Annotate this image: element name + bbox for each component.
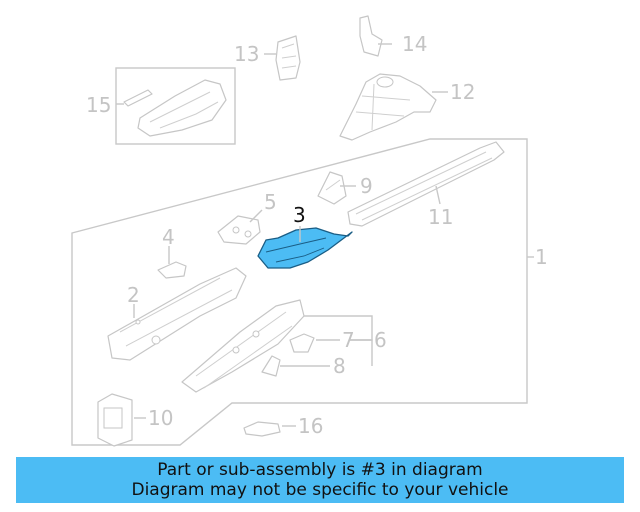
part-10 bbox=[97, 393, 133, 447]
part-11 bbox=[347, 141, 505, 227]
part-3-highlighted[interactable] bbox=[257, 227, 353, 269]
part-4 bbox=[157, 261, 187, 279]
caption-line-2: Diagram may not be specific to your vehi… bbox=[131, 480, 509, 500]
caption-bar: Part or sub-assembly is #3 in diagram Di… bbox=[16, 457, 624, 503]
inset-box bbox=[115, 67, 236, 145]
callout-5: 5 bbox=[264, 190, 277, 214]
callout-12: 12 bbox=[450, 80, 475, 104]
leader-lines bbox=[116, 43, 448, 427]
part-6 bbox=[181, 299, 305, 393]
part-7 bbox=[289, 333, 315, 353]
callout-10: 10 bbox=[148, 406, 173, 430]
part-8 bbox=[261, 355, 281, 377]
caption-line-1: Part or sub-assembly is #3 in diagram bbox=[157, 460, 483, 480]
callout-8: 8 bbox=[333, 354, 346, 378]
callout-14: 14 bbox=[402, 32, 427, 56]
callout-13: 13 bbox=[234, 42, 259, 66]
part-5 bbox=[217, 215, 261, 245]
callout-15: 15 bbox=[86, 93, 111, 117]
parts-diagram: 1 2 3 4 5 6 7 8 9 10 11 12 13 14 15 16 bbox=[71, 15, 548, 447]
callout-2: 2 bbox=[127, 283, 140, 307]
callout-16: 16 bbox=[298, 414, 323, 438]
part-16 bbox=[243, 421, 281, 437]
callout-11: 11 bbox=[428, 205, 453, 229]
part-13 bbox=[275, 35, 301, 81]
callout-9: 9 bbox=[360, 174, 373, 198]
callout-7: 7 bbox=[342, 328, 355, 352]
callout-4: 4 bbox=[162, 225, 175, 249]
part-15 bbox=[123, 79, 227, 137]
part-12 bbox=[339, 73, 437, 141]
assembly-outline bbox=[71, 138, 528, 446]
callout-3: 3 bbox=[293, 203, 306, 227]
callout-1: 1 bbox=[535, 245, 548, 269]
part-14 bbox=[359, 15, 383, 57]
part-2 bbox=[107, 267, 247, 361]
part-9 bbox=[317, 171, 347, 205]
callout-6: 6 bbox=[374, 328, 387, 352]
